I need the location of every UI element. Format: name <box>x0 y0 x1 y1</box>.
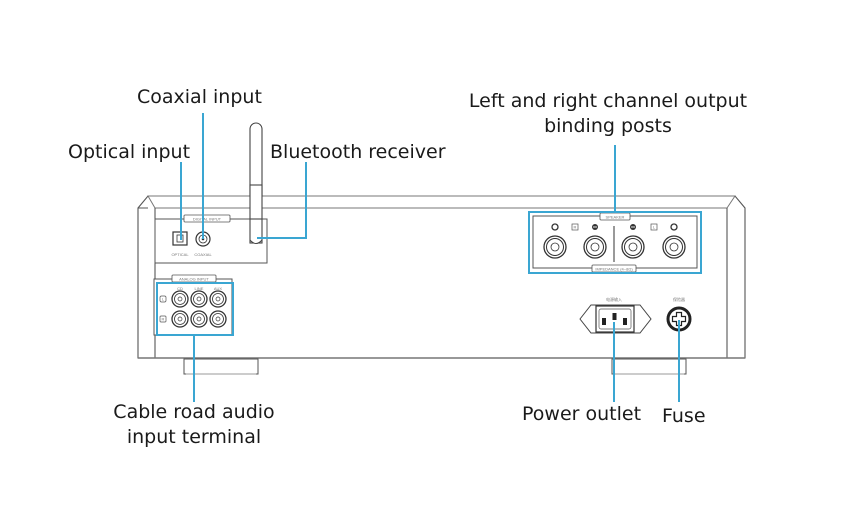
bluetooth-leader <box>257 162 307 239</box>
digital-input-label: DIGITAL INPUT <box>193 217 222 222</box>
speaker-callout-line1: Left and right channel output <box>468 90 748 112</box>
analog-right-label: R <box>162 317 165 322</box>
digital-input-section: DIGITAL INPUT OPTICAL COAXIAL <box>154 214 268 264</box>
binding-post-left-plus <box>662 235 686 259</box>
analog-callout-line2: input terminal <box>126 426 262 448</box>
bluetooth-receiver-callout: Bluetooth receiver <box>270 141 446 163</box>
rca-jack-aux-right <box>209 310 227 328</box>
plus-icon <box>551 223 559 231</box>
optical-input-callout: Optical input <box>68 141 191 163</box>
analog-input-section: ANALOG INPUT CD LINE AUX L R <box>153 274 234 336</box>
speaker-right-label: R <box>574 225 577 230</box>
analog-callout-line1: Cable road audio <box>113 401 275 423</box>
rca-jack-aux-left <box>209 290 227 308</box>
rca-jack-cd-left <box>171 290 189 308</box>
analog-left-label: L <box>162 297 165 302</box>
power-outlet-callout: Power outlet <box>522 403 642 425</box>
rca-jacks <box>171 290 227 328</box>
rca-jack-cd-right <box>171 310 189 328</box>
rca-jack-line-right <box>190 310 208 328</box>
line-label: LINE <box>195 286 204 291</box>
binding-post-left-minus <box>621 235 645 259</box>
speaker-output-callout: Left and right channel output binding po… <box>458 89 758 139</box>
optical-label: OPTICAL <box>171 252 189 257</box>
binding-post-right-minus <box>583 235 607 259</box>
coaxial-label: COAXIAL <box>194 252 212 257</box>
plus-icon <box>670 223 678 231</box>
chassis-feet <box>183 358 687 375</box>
callout-lines <box>180 113 680 402</box>
analog-input-callout: Cable road audio input terminal <box>104 400 284 450</box>
coaxial-input-callout: Coaxial input <box>137 86 262 108</box>
fuse-callout: Fuse <box>662 405 706 427</box>
speaker-label: SPEAKER <box>606 215 625 220</box>
cd-label: CD <box>177 286 183 291</box>
power-input-cn-label: 电源输入 <box>606 296 622 302</box>
fuse-holder: 保险器 <box>666 296 692 332</box>
speaker-callout-line2: binding posts <box>544 115 672 137</box>
analog-input-label: ANALOG INPUT <box>179 277 209 282</box>
speaker-section: SPEAKER IMPEDANCE (4~8Ω) R L <box>528 211 702 274</box>
rca-jack-line-left <box>190 290 208 308</box>
binding-post-right-plus <box>543 235 567 259</box>
aux-label: AUX <box>214 286 223 291</box>
speaker-left-label: L <box>653 225 656 230</box>
impedance-label: IMPEDANCE (4~8Ω) <box>595 267 633 272</box>
fuse-cn-label: 保险器 <box>673 296 685 302</box>
